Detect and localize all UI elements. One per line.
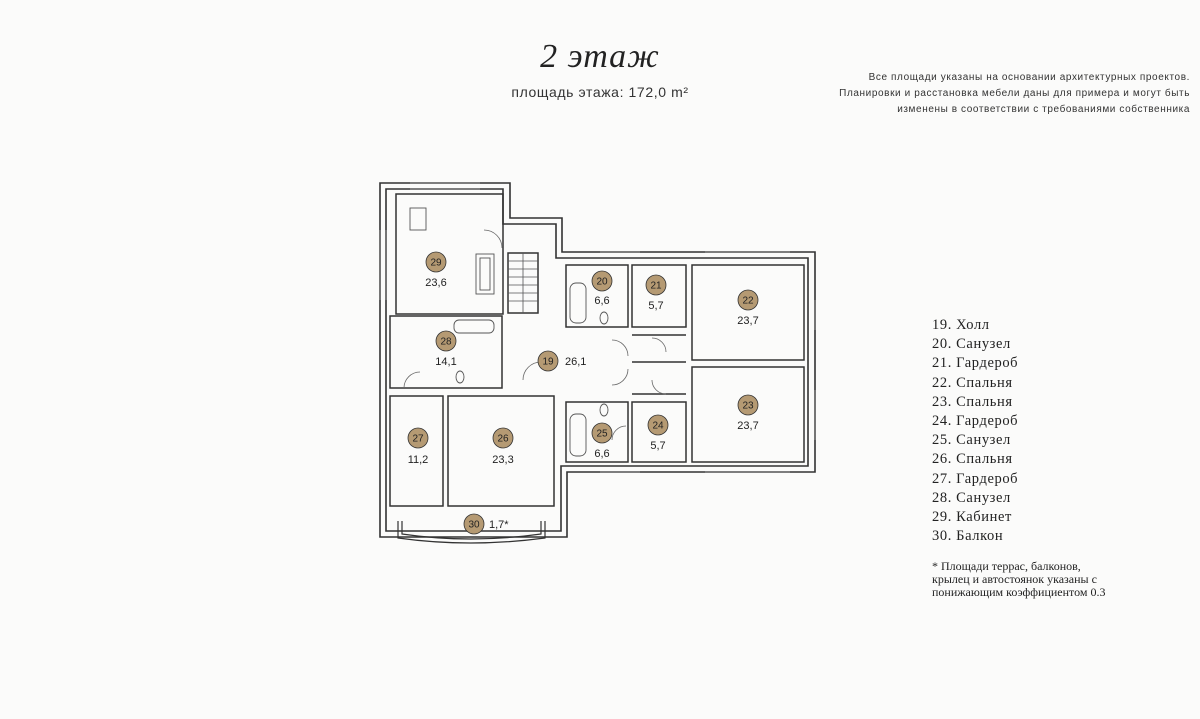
room-number: 22 [742,296,754,307]
room-area: 23,7 [737,420,758,432]
toilet-icon [599,311,609,325]
disclaimer-line: Планировки и расстановка мебели даны для… [839,88,1190,99]
room-area: 6,6 [594,295,609,307]
room-number: 29 [430,258,442,269]
room-area: 26,1 [565,356,586,368]
room-area: 23,3 [492,454,513,466]
room-badge-30 [463,513,485,535]
legend-item: 22. Спальня [932,374,1013,391]
room-badge-28 [435,330,457,352]
room-area: 1,7* [489,519,509,531]
disclaimer-line: Все площади указаны на основании архитек… [868,72,1190,83]
room-badge-25 [591,422,613,444]
room-badge-26 [492,427,514,449]
room-number: 27 [412,434,424,445]
bathtub-icon [569,413,587,457]
legend-item: 25. Санузел [932,432,1011,449]
legend-item: 28. Санузел [932,489,1011,506]
footnote: * Площади террас, балконов, крылец и авт… [932,560,1106,599]
disclaimer-line: изменены в соответствии с требованиями с… [897,104,1190,115]
room-number: 26 [497,434,509,445]
room-number: 19 [542,357,554,368]
bathtub-icon [569,282,587,324]
room-badge-23 [737,394,759,416]
room-area: 14,1 [435,356,456,368]
floor-area-subtitle: площадь этажа: 172,0 m² [511,84,689,100]
room-area: 11,2 [408,454,429,466]
room-number: 23 [742,401,754,412]
room-badge-29 [425,251,447,273]
legend-item: 29. Кабинет [932,509,1012,526]
legend-item: 20. Санузел [932,336,1011,353]
interior-walls [389,193,805,507]
legend-item: 21. Гардероб [932,355,1019,372]
room-area: 5,7 [648,300,663,312]
legend-item: 24. Гардероб [932,413,1019,430]
footnote-line: * Площади террас, балконов, [932,559,1081,573]
room-number: 25 [596,429,608,440]
stair-steps [508,253,538,313]
room-area: 5,7 [650,440,665,452]
legend-item: 26. Спальня [932,451,1013,468]
toilet-icon [599,403,609,417]
footnote-line: крылец и автостоянок указаны с [932,572,1097,586]
legend-item: 19. Холл [932,317,990,333]
room-badge-19 [537,350,559,372]
legend-item: 30. Балкон [932,528,1004,545]
furniture [409,207,609,457]
room-badges: 19 26,1 20 6,6 21 5,7 22 23,7 23 23,7 24 5,7 25 6,6 26… [407,251,759,535]
legend-item: 27. Гардероб [932,470,1019,487]
balcony [397,521,546,544]
bathtub-icon [453,319,495,334]
room-badge-24 [647,414,669,436]
sofa-icon [475,253,495,295]
room-number: 30 [468,520,480,531]
room-area: 23,6 [425,277,446,289]
room-badge-27 [407,427,429,449]
desk-icon [409,207,427,231]
footnote-line: понижающим коэффициентом 0.3 [932,585,1106,599]
room-badge-20 [591,270,613,292]
room-legend: 19. Холл 20. Санузел 21. Гардероб 22. Сп… [932,316,1018,546]
room-number: 28 [440,337,452,348]
room-number: 24 [652,421,664,432]
doors [403,229,667,441]
room-badge-22 [737,289,759,311]
room-area: 23,7 [737,315,758,327]
page-title: 2 этаж [540,38,660,75]
windows [379,182,816,473]
disclaimer: Все площади указаны на основании архитек… [839,70,1190,118]
toilet-icon [455,370,465,384]
room-number: 20 [596,277,608,288]
room-area: 6,6 [594,448,609,460]
room-number: 21 [650,281,662,292]
room-badge-21 [645,274,667,296]
legend-item: 23. Спальня [932,393,1013,410]
